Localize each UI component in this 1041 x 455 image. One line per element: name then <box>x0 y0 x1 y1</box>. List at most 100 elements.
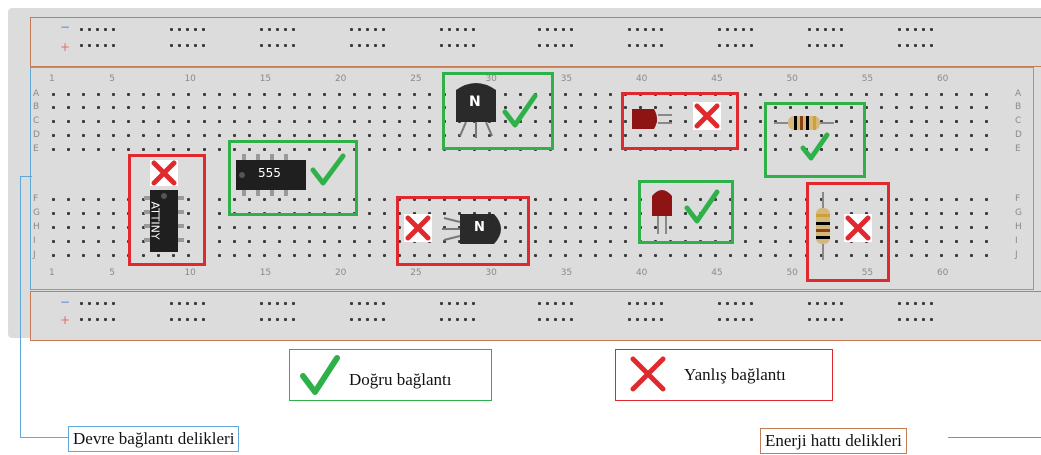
hole <box>533 240 537 243</box>
hole <box>804 106 808 109</box>
hole <box>894 148 898 151</box>
hole <box>358 44 361 47</box>
hole <box>819 120 823 123</box>
hole <box>104 302 107 305</box>
hole <box>292 28 295 31</box>
hole <box>413 198 417 201</box>
hole <box>808 302 811 305</box>
hole <box>518 134 522 137</box>
hole <box>443 240 447 243</box>
hole <box>636 44 639 47</box>
hole <box>456 302 459 305</box>
hole <box>789 254 793 257</box>
hole <box>533 134 537 137</box>
hole <box>750 318 753 321</box>
hole <box>578 106 582 109</box>
hole <box>277 134 281 137</box>
hole <box>488 134 492 137</box>
hole <box>277 240 281 243</box>
hole <box>955 120 958 123</box>
hole <box>488 198 492 201</box>
hole <box>548 120 552 123</box>
hole <box>593 148 597 151</box>
hole <box>563 134 567 137</box>
hole <box>368 120 372 123</box>
hole <box>217 134 221 137</box>
hole <box>142 212 146 215</box>
hole <box>939 226 943 229</box>
hole <box>774 93 778 96</box>
hole <box>593 240 597 243</box>
hole <box>985 93 989 96</box>
hole <box>684 212 688 215</box>
hole <box>104 318 107 321</box>
hole <box>337 106 341 109</box>
hole <box>337 120 341 123</box>
hole <box>127 93 131 96</box>
wrong-transistor-box <box>396 196 530 266</box>
hole <box>186 318 189 321</box>
hole <box>217 198 221 201</box>
hole <box>82 198 86 201</box>
hole <box>350 302 353 305</box>
hole <box>67 212 71 215</box>
hole <box>440 28 443 31</box>
circuit-hole-area <box>30 67 1034 290</box>
hole <box>337 93 341 96</box>
hole <box>82 106 86 109</box>
row-label: B <box>1015 102 1022 112</box>
hole <box>955 198 958 201</box>
hole <box>488 254 492 257</box>
hole <box>955 93 958 96</box>
hole <box>546 318 549 321</box>
hole <box>909 198 913 201</box>
hole <box>96 318 99 321</box>
hole <box>448 28 451 31</box>
hole <box>67 148 71 151</box>
hole <box>443 212 447 215</box>
column-label: 35 <box>560 74 573 84</box>
hole <box>563 93 567 96</box>
hole <box>533 198 537 201</box>
hole <box>623 198 627 201</box>
hole <box>142 134 146 137</box>
x-icon <box>150 160 178 186</box>
hole <box>623 212 627 215</box>
hole <box>894 212 898 215</box>
hole <box>879 254 883 257</box>
circuit-callout-line-h2 <box>20 437 68 438</box>
hole <box>879 226 883 229</box>
hole <box>562 28 565 31</box>
hole <box>458 212 462 215</box>
hole <box>922 44 925 47</box>
row-label: I <box>33 236 36 246</box>
hole <box>744 212 748 215</box>
hole <box>939 134 943 137</box>
hole <box>804 93 808 96</box>
hole <box>178 318 181 321</box>
row-label: A <box>1015 89 1022 99</box>
hole <box>262 226 266 229</box>
hole <box>750 302 753 305</box>
hole <box>353 106 356 109</box>
hole <box>608 240 612 243</box>
ic-attiny-label: ATTINY <box>148 201 162 240</box>
hole <box>488 212 492 215</box>
hole <box>714 212 718 215</box>
hole <box>922 302 925 305</box>
hole <box>503 240 507 243</box>
hole <box>398 120 402 123</box>
hole <box>142 148 146 151</box>
hole <box>924 134 928 137</box>
hole <box>906 302 909 305</box>
hole <box>734 302 737 305</box>
hole <box>955 254 958 257</box>
hole <box>623 134 627 137</box>
hole <box>548 198 552 201</box>
hole <box>924 226 928 229</box>
hole <box>742 28 745 31</box>
hole <box>232 240 236 243</box>
hole <box>97 106 101 109</box>
hole <box>186 44 189 47</box>
hole <box>628 44 631 47</box>
